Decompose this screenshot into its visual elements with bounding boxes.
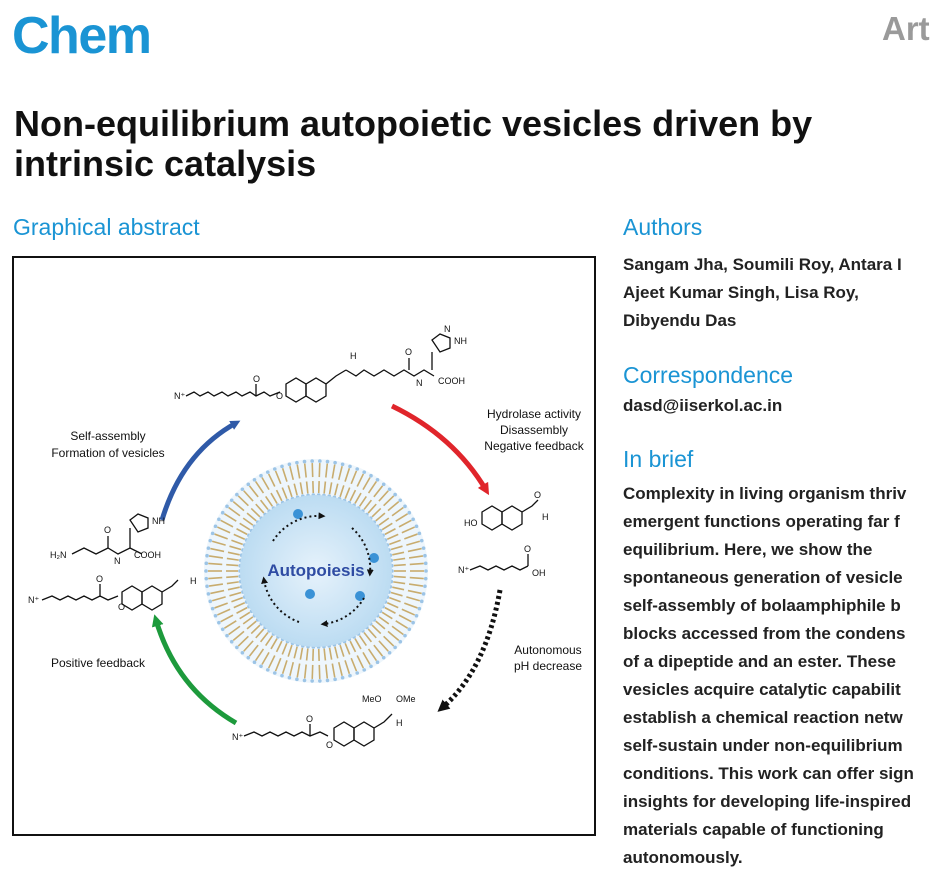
autopoiesis-label: Autopoiesis (267, 561, 364, 580)
svg-text:O: O (326, 740, 333, 750)
correspondence-heading: Correspondence (623, 362, 793, 389)
vesicle-particle (369, 553, 379, 563)
vesicle-particle (305, 589, 315, 599)
in-brief-line: spontaneous generation of vesicle (623, 564, 914, 592)
svg-text:H: H (396, 718, 403, 728)
authors-line: Sangam Jha, Soumili Roy, Antara I (623, 251, 902, 279)
in-brief-line: conditions. This work can offer sign (623, 760, 914, 788)
in-brief-line: materials capable of functioning (623, 816, 914, 844)
right-aldehyde (482, 500, 538, 530)
graphical-abstract-diagram: Autopoiesis Self-assembly Formation of v… (14, 258, 596, 836)
in-brief-line: vesicles acquire catalytic capabilit (623, 676, 914, 704)
graphical-abstract-figure: Autopoiesis Self-assembly Formation of v… (12, 256, 596, 836)
svg-text:N: N (416, 378, 423, 388)
in-brief-line: blocks accessed from the condens (623, 620, 914, 648)
black-dotted-arrow (442, 590, 500, 708)
in-brief-line: establish a chemical reaction netw (623, 704, 914, 732)
svg-text:OH: OH (532, 568, 546, 578)
green-feedback-arrow (156, 620, 236, 723)
journal-logo: Chem (12, 6, 150, 66)
article-title-line-1: Non-equilibrium autopoietic vesicles dri… (14, 104, 924, 144)
hydrolase-activity-label: Hydrolase activity (487, 407, 581, 421)
right-acid-labels: N⁺ O OH (458, 544, 546, 578)
in-brief-line: self-sustain under non-equilibrium (623, 732, 914, 760)
in-brief-line: Complexity in living organism thriv (623, 480, 914, 508)
svg-text:HO: HO (464, 518, 478, 528)
self-assembly-label: Self-assembly (70, 429, 145, 443)
vesicle: Autopoiesis (204, 459, 428, 683)
article-title-line-2: intrinsic catalysis (14, 144, 924, 184)
graphical-abstract-heading: Graphical abstract (13, 214, 200, 241)
top-molecule-labels: N⁺ O O H O N COOH NH N (174, 324, 467, 401)
svg-text:COOH: COOH (438, 376, 465, 386)
svg-text:O: O (524, 544, 531, 554)
svg-text:H: H (190, 576, 197, 586)
in-brief-line: equilibrium. Here, we show the (623, 536, 914, 564)
svg-text:NH: NH (454, 336, 467, 346)
negative-feedback-label: Negative feedback (484, 439, 584, 453)
svg-text:N⁺: N⁺ (458, 565, 469, 575)
authors-line: Dibyendu Das (623, 307, 902, 335)
vesicle-particle (293, 509, 303, 519)
svg-text:MeO: MeO (362, 694, 382, 704)
svg-text:O: O (405, 347, 412, 357)
in-brief-heading: In brief (623, 446, 693, 473)
formation-of-vesicles-label: Formation of vesicles (51, 446, 164, 460)
authors-line: Ajeet Kumar Singh, Lisa Roy, (623, 279, 902, 307)
bottom-acetal (244, 714, 392, 746)
in-brief-line: of a dipeptide and an ester. These (623, 648, 914, 676)
authors-heading: Authors (623, 214, 702, 241)
left-ester (42, 580, 178, 610)
top-molecule (186, 334, 450, 402)
svg-text:NH: NH (152, 516, 165, 526)
svg-text:H₂N: H₂N (50, 550, 67, 560)
svg-text:H: H (350, 351, 357, 361)
left-ester-labels: N⁺ O O H (28, 574, 197, 612)
in-brief-line: insights for developing life-inspired (623, 788, 914, 816)
correspondence-email[interactable]: dasd@iiserkol.ac.in (623, 392, 782, 420)
right-acid (470, 554, 528, 570)
svg-text:O: O (104, 525, 111, 535)
autonomous-label: Autonomous (514, 643, 581, 657)
svg-text:O: O (534, 490, 541, 500)
blue-self-assembly-arrow (162, 423, 236, 520)
in-brief-line: autonomously. (623, 844, 914, 872)
in-brief-line: emergent functions operating far f (623, 508, 914, 536)
article-type-label: Art (882, 10, 930, 48)
in-brief-line: self-assembly of bolaamphiphile b (623, 592, 914, 620)
svg-text:O: O (253, 374, 260, 384)
svg-text:H: H (542, 512, 549, 522)
svg-text:O: O (96, 574, 103, 584)
svg-text:N⁺: N⁺ (232, 732, 243, 742)
svg-text:N: N (444, 324, 451, 334)
authors-list: Sangam Jha, Soumili Roy, Antara I Ajeet … (623, 251, 902, 335)
svg-text:N⁺: N⁺ (28, 595, 39, 605)
red-hydrolysis-arrow (392, 406, 486, 490)
svg-text:N⁺: N⁺ (174, 391, 185, 401)
svg-text:O: O (306, 714, 313, 724)
svg-text:O: O (118, 602, 125, 612)
article-title: Non-equilibrium autopoietic vesicles dri… (14, 104, 924, 184)
svg-text:O: O (276, 391, 283, 401)
svg-text:COOH: COOH (134, 550, 161, 560)
bottom-acetal-labels: N⁺ O O MeO OMe H (232, 694, 416, 750)
svg-text:N: N (114, 556, 121, 566)
ph-decrease-label: pH decrease (514, 659, 582, 673)
disassembly-label: Disassembly (500, 423, 568, 437)
positive-feedback-label: Positive feedback (51, 656, 146, 670)
svg-text:OMe: OMe (396, 694, 416, 704)
